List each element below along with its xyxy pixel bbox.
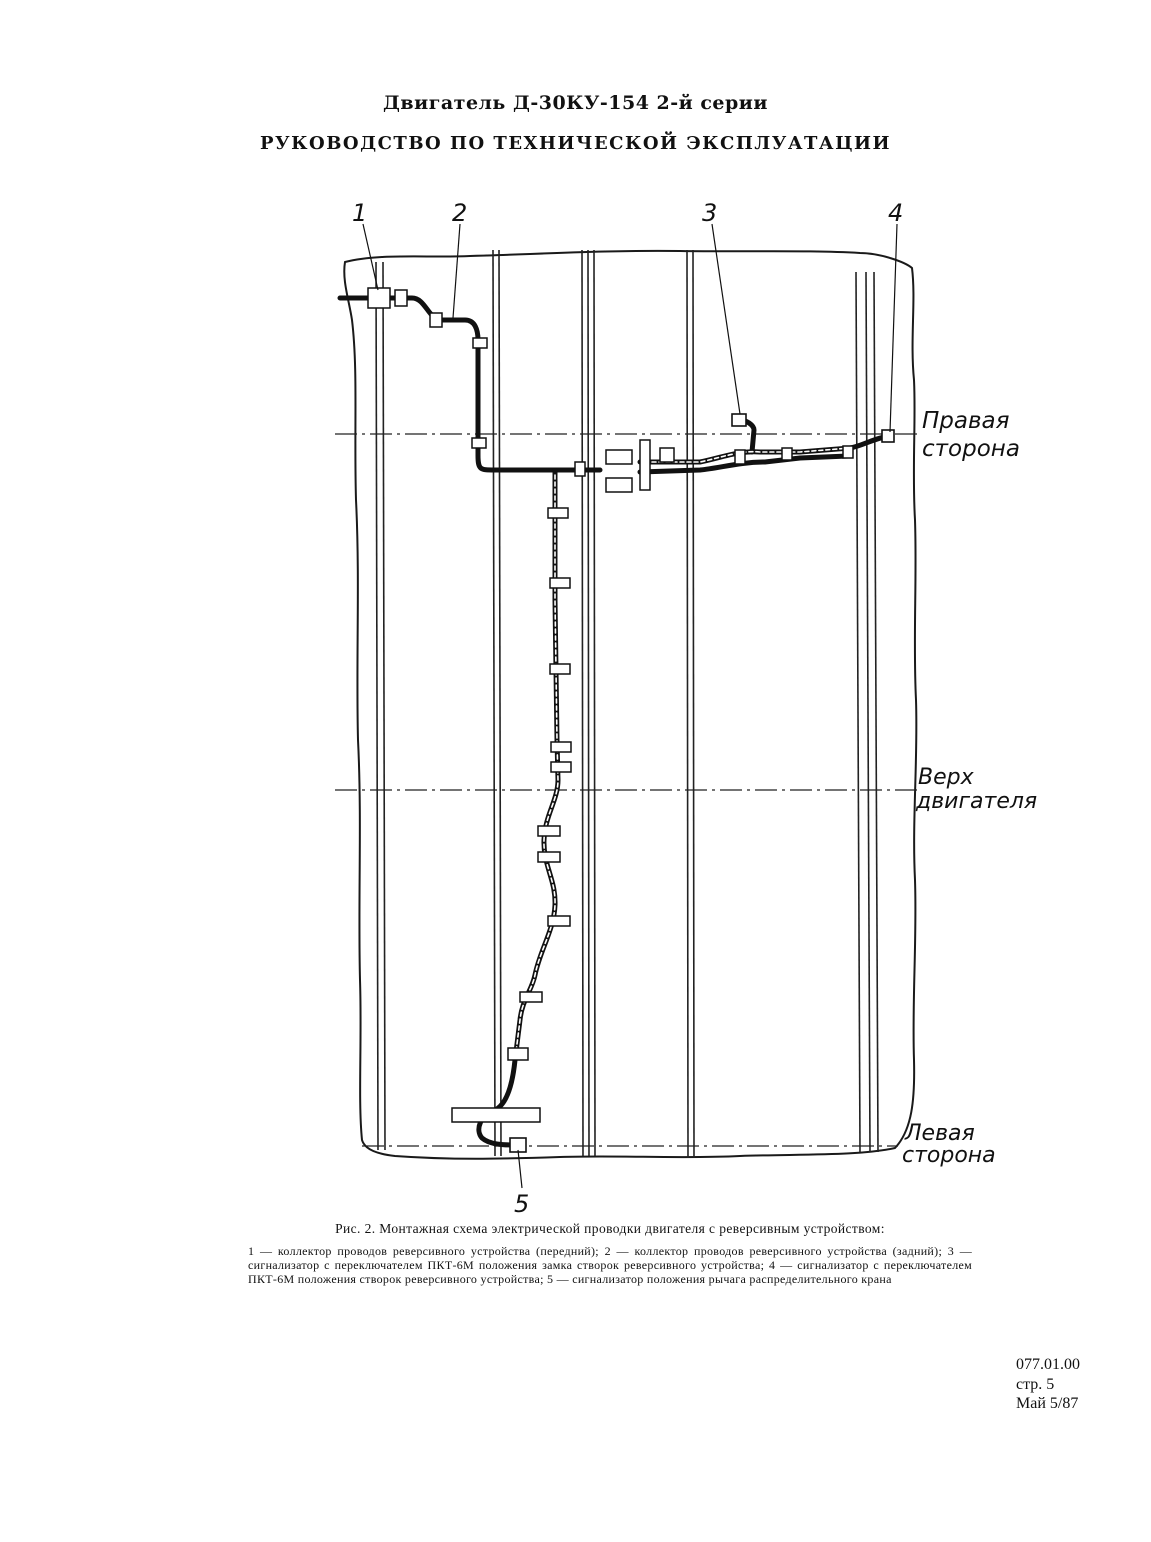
callout-4: 4 <box>888 199 903 227</box>
engine-surface-outline <box>343 249 918 1160</box>
harness-clamps <box>367 287 854 1061</box>
sensor-4 <box>881 429 895 443</box>
reference-lines <box>335 433 918 1147</box>
revision-date: Май 5/87 <box>1016 1395 1079 1412</box>
callout-1: 1 <box>352 199 367 227</box>
label-right-side-1: Правая <box>922 408 1010 434</box>
document-title: Двигатель Д-30КУ-154 2-й серии <box>383 92 768 114</box>
callout-3: 3 <box>702 199 717 227</box>
wiring-harness <box>337 295 891 1148</box>
label-engine-top-1: Верх <box>918 765 975 790</box>
bracket-plate <box>451 1107 541 1123</box>
label-right-side-2: сторона <box>922 436 1020 462</box>
wiring-harness-core <box>514 447 851 1061</box>
sensor-5 <box>509 1137 527 1153</box>
stringers <box>375 249 879 1159</box>
callout-5: 5 <box>514 1190 529 1218</box>
sensor-3 <box>731 413 747 427</box>
document-number: 077.01.00 <box>1016 1356 1080 1373</box>
label-engine-top-2: двигателя <box>915 789 1037 814</box>
document-subtitle: РУКОВОДСТВО ПО ТЕХНИЧЕСКОЙ ЭКСПЛУАТАЦИИ <box>260 133 891 154</box>
callout-2: 2 <box>452 199 467 227</box>
page-number: стр. 5 <box>1016 1376 1055 1393</box>
figure-caption-title: Рис. 2. Монтажная схема электрической пр… <box>335 1221 885 1236</box>
figure-caption-legend: 1 — коллектор проводов реверсивного устр… <box>248 1244 972 1286</box>
leader-lines <box>362 223 898 1189</box>
label-left-side-2: сторона <box>902 1143 996 1168</box>
label-left-side-1: Левая <box>904 1121 975 1146</box>
